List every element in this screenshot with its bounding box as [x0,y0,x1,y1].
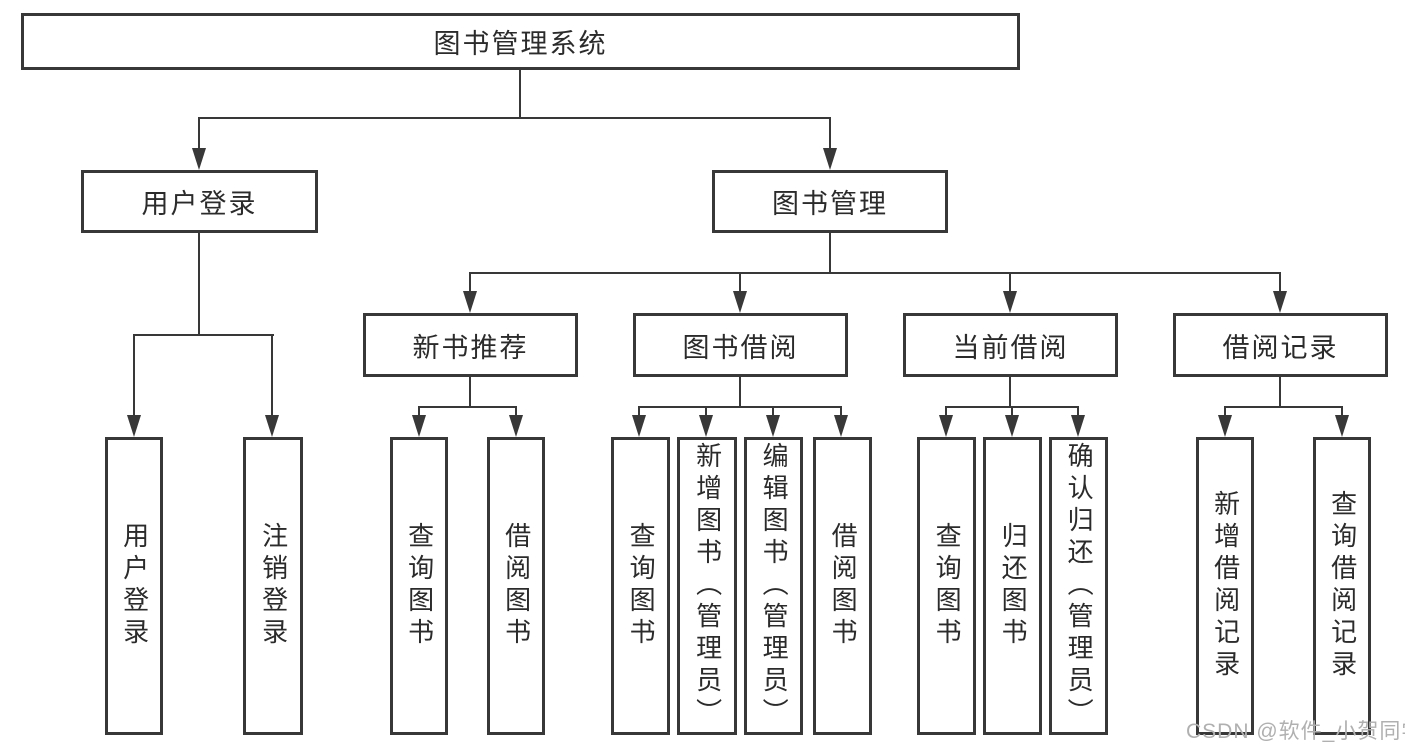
connector-bus-level3 [469,272,1281,274]
node-new-book-recommend: 新书推荐 [363,313,578,377]
leaf-confirm-return-admin-label: 确认归还（管理员） [1064,442,1095,730]
connector-drop [198,117,200,150]
leaf-borrow-books-recommend: 借阅图书 [487,437,545,735]
connector-drop [829,117,831,150]
connector-drop [1341,406,1343,418]
connector-bus-recommend [418,406,517,408]
leaf-logout: 注销登录 [243,437,303,735]
leaf-borrow-books: 借阅图书 [813,437,872,735]
arrowhead-down [1005,415,1019,437]
arrowhead-down [1335,415,1349,437]
connector-drop [133,334,135,417]
leaf-query-books-recommend-label: 查询图书 [404,522,435,650]
connector-drop [739,272,741,293]
leaf-add-books-admin-label: 新增图书（管理员） [692,442,723,730]
connector-drop [638,406,640,418]
arrowhead-down [823,148,837,170]
connector-bus-level2 [198,117,831,119]
node-user-login: 用户登录 [81,170,318,233]
connector-drop [772,406,774,418]
connector-bus-records [1224,406,1342,408]
arrowhead-down [1273,291,1287,313]
connector-stem [1279,377,1281,408]
node-book-borrowing: 图书借阅 [633,313,848,377]
leaf-user-login: 用户登录 [105,437,163,735]
arrowhead-down [463,291,477,313]
connector-drop [418,406,420,418]
connector-stem [469,377,471,408]
connector-drop [1011,406,1013,418]
watermark-text: CSDN @软件_小贺同学 [1186,720,1405,743]
connector-stem [1009,377,1011,408]
arrowhead-down [939,415,953,437]
leaf-user-login-label: 用户登录 [119,522,150,650]
connector-root-stem [519,70,521,119]
leaf-query-books-borrowing-label: 查询图书 [626,522,657,650]
node-current-borrowing-label: 当前借阅 [952,332,1069,363]
leaf-add-borrow-record-label: 新增借阅记录 [1210,490,1241,682]
leaf-borrow-books-label: 借阅图书 [828,522,859,650]
connector-drop [1224,406,1226,418]
leaf-query-books-current: 查询图书 [917,437,976,735]
arrowhead-down [192,148,206,170]
leaf-borrow-books-recommend-label: 借阅图书 [501,522,532,650]
arrowhead-down [699,415,713,437]
arrowhead-down [1218,415,1232,437]
connector-drop [1279,272,1281,293]
connector-drop [1077,406,1079,418]
leaf-edit-books-admin: 编辑图书（管理员） [744,437,803,735]
connector-bus-borrowing [638,406,842,408]
connector-drop [515,406,517,418]
leaf-confirm-return-admin: 确认归还（管理员） [1049,437,1108,735]
node-library-system: 图书管理系统 [21,13,1020,70]
arrowhead-down [1003,291,1017,313]
connector-stem [829,233,831,274]
arrowhead-down [509,415,523,437]
leaf-return-books-label: 归还图书 [998,522,1029,650]
leaf-query-books-current-label: 查询图书 [932,522,963,650]
connector-drop [271,334,273,417]
leaf-return-books: 归还图书 [983,437,1042,735]
arrowhead-down [766,415,780,437]
connector-drop [840,406,842,418]
node-current-borrowing: 当前借阅 [903,313,1118,377]
leaf-logout-label: 注销登录 [258,522,289,650]
leaf-query-borrow-record-label: 查询借阅记录 [1327,490,1358,682]
leaf-query-borrow-record: 查询借阅记录 [1313,437,1371,735]
leaf-add-borrow-record: 新增借阅记录 [1196,437,1254,735]
node-book-management: 图书管理 [712,170,948,233]
connector-stem [198,233,200,336]
arrowhead-down [265,415,279,437]
connector-drop [705,406,707,418]
leaf-query-books-recommend: 查询图书 [390,437,448,735]
connector-drop [1009,272,1011,293]
connector-drop [469,272,471,293]
arrowhead-down [412,415,426,437]
node-new-book-recommend-label: 新书推荐 [412,332,529,363]
node-book-management-label: 图书管理 [772,189,888,219]
arrowhead-down [1071,415,1085,437]
arrowhead-down [632,415,646,437]
arrowhead-down [733,291,747,313]
leaf-add-books-admin: 新增图书（管理员） [677,437,737,735]
leaf-query-books-borrowing: 查询图书 [611,437,670,735]
leaf-edit-books-admin-label: 编辑图书（管理员） [759,442,790,730]
connector-stem [739,377,741,408]
node-library-system-label: 图书管理系统 [433,29,608,59]
arrowhead-down [834,415,848,437]
arrowhead-down [127,415,141,437]
node-book-borrowing-label: 图书借阅 [682,332,799,363]
node-borrowing-records: 借阅记录 [1173,313,1388,377]
node-borrowing-records-label: 借阅记录 [1222,332,1339,363]
node-user-login-label: 用户登录 [141,189,258,219]
connector-drop [945,406,947,418]
connector-bus-user-login [133,334,274,336]
